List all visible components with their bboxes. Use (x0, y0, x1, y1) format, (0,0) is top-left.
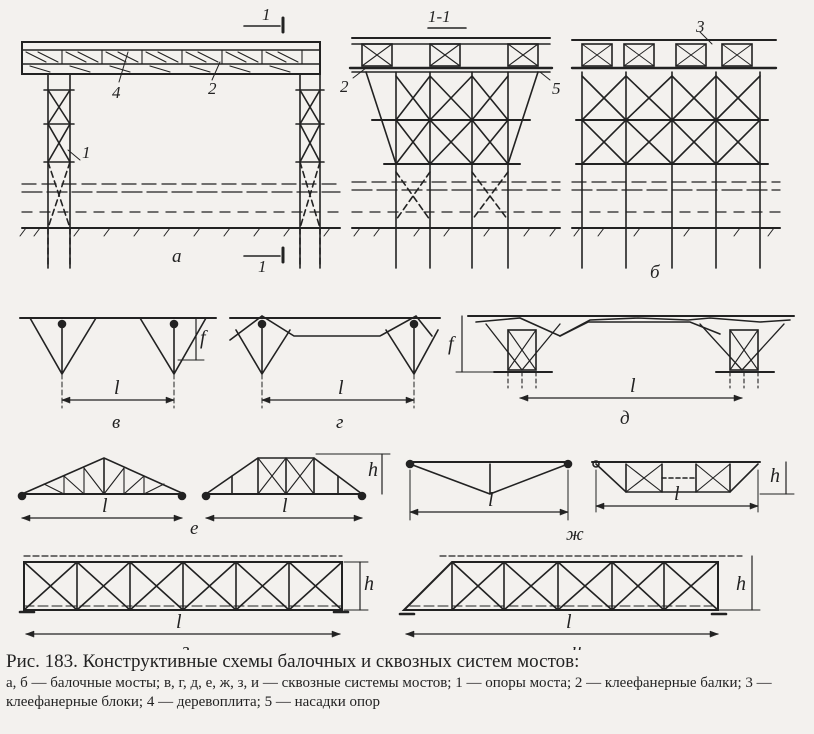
callout-5: 5 (552, 79, 561, 98)
span-length-e: l (102, 495, 108, 517)
caption-title: Рис. 183. Конструктивные схемы балочных … (6, 651, 580, 672)
rise-f-d: f (448, 333, 456, 355)
label-i: и (572, 640, 582, 650)
span-length-zh-a: l (488, 489, 494, 511)
rise-f-v: f (200, 327, 208, 349)
label-d: д (620, 408, 630, 429)
span-length-z: l (176, 611, 182, 633)
callout-4: 4 (112, 83, 121, 102)
label-v: в (112, 412, 120, 433)
height-h-zh: h (770, 465, 780, 487)
panel-section-1-1 (348, 27, 561, 269)
scheme-e2 (201, 453, 391, 522)
section-view-label: 1-1 (428, 7, 451, 26)
scheme-zh-b (591, 460, 795, 513)
scheme-zh-a (405, 459, 573, 521)
label-b: б (650, 262, 661, 283)
span-length-d: l (630, 375, 636, 397)
label-a: а (172, 246, 182, 267)
scheme-z (18, 555, 369, 638)
span-length-g: l (338, 377, 344, 399)
scheme-v (19, 317, 217, 409)
scheme-g (229, 314, 441, 409)
span-length-e2: l (282, 495, 288, 517)
caption-legend: а, б — балочные мосты; в, г, д, е, ж, з,… (6, 675, 772, 710)
panel-a-beam-bridge (19, 16, 341, 269)
height-h-e: h (368, 459, 378, 481)
label-zh: ж (566, 524, 584, 545)
callout-3: 3 (695, 17, 705, 36)
label-e: е (190, 518, 198, 539)
span-length-v: l (114, 377, 120, 399)
scheme-d (455, 315, 795, 402)
figure-caption: Рис. 183. Конструктивные схемы балочных … (6, 650, 814, 712)
height-h-i: h (736, 573, 746, 595)
span-length-i: l (566, 611, 572, 633)
span-length-zh-b: l (674, 483, 680, 505)
scheme-e (17, 457, 187, 522)
section-mark-top: 1 (262, 5, 271, 24)
section-mark-bottom: 1 (258, 257, 267, 276)
callout-2-section: 2 (340, 77, 349, 96)
callout-1: 1 (82, 143, 91, 162)
label-z: з (181, 640, 189, 650)
panel-b-beam-bridge (570, 31, 781, 269)
scheme-i (398, 555, 761, 638)
bridge-schemes-drawing: 1 1 1-1 1 2 2 3 4 5 а б в г д е ж з и l … (17, 5, 795, 650)
callout-2: 2 (208, 79, 217, 98)
label-g: г (336, 412, 343, 433)
height-h-z: h (364, 573, 374, 595)
